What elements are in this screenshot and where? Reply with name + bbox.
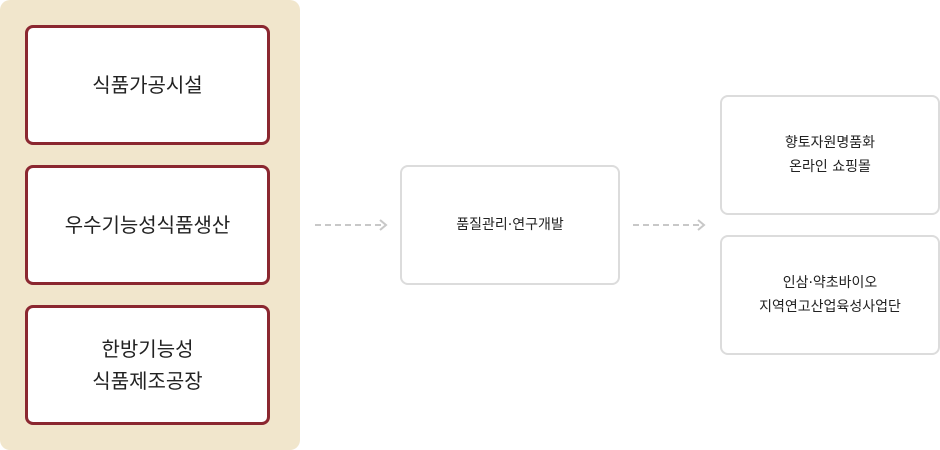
ginseng-bio-box: 인삼·약초바이오 지역연고산업육성사업단 [720,235,940,355]
dashed-arrow-right-icon [315,219,388,231]
facility-label: 식품가공시설 [92,73,203,97]
facility-label: 한방기능성 식품제조공장 [92,337,203,393]
dashed-arrow-right-icon [633,219,706,231]
ginseng-bio-label: 인삼·약초바이오 지역연고산업육성사업단 [759,275,901,315]
facility-box-herbal-food-factory: 한방기능성 식품제조공장 [25,305,270,425]
online-shop-label: 향토자원명품화 온라인 쇼핑몰 [784,135,876,175]
facility-panel: 식품가공시설 우수기능성식품생산 한방기능성 식품제조공장 [0,0,300,450]
quality-research-label: 품질관리·연구개발 [456,217,564,233]
facility-box-functional-food: 우수기능성식품생산 [25,165,270,285]
facility-box-food-processing: 식품가공시설 [25,25,270,145]
online-shop-box: 향토자원명품화 온라인 쇼핑몰 [720,95,940,215]
quality-research-box: 품질관리·연구개발 [400,165,620,285]
facility-label: 우수기능성식품생산 [64,213,231,237]
